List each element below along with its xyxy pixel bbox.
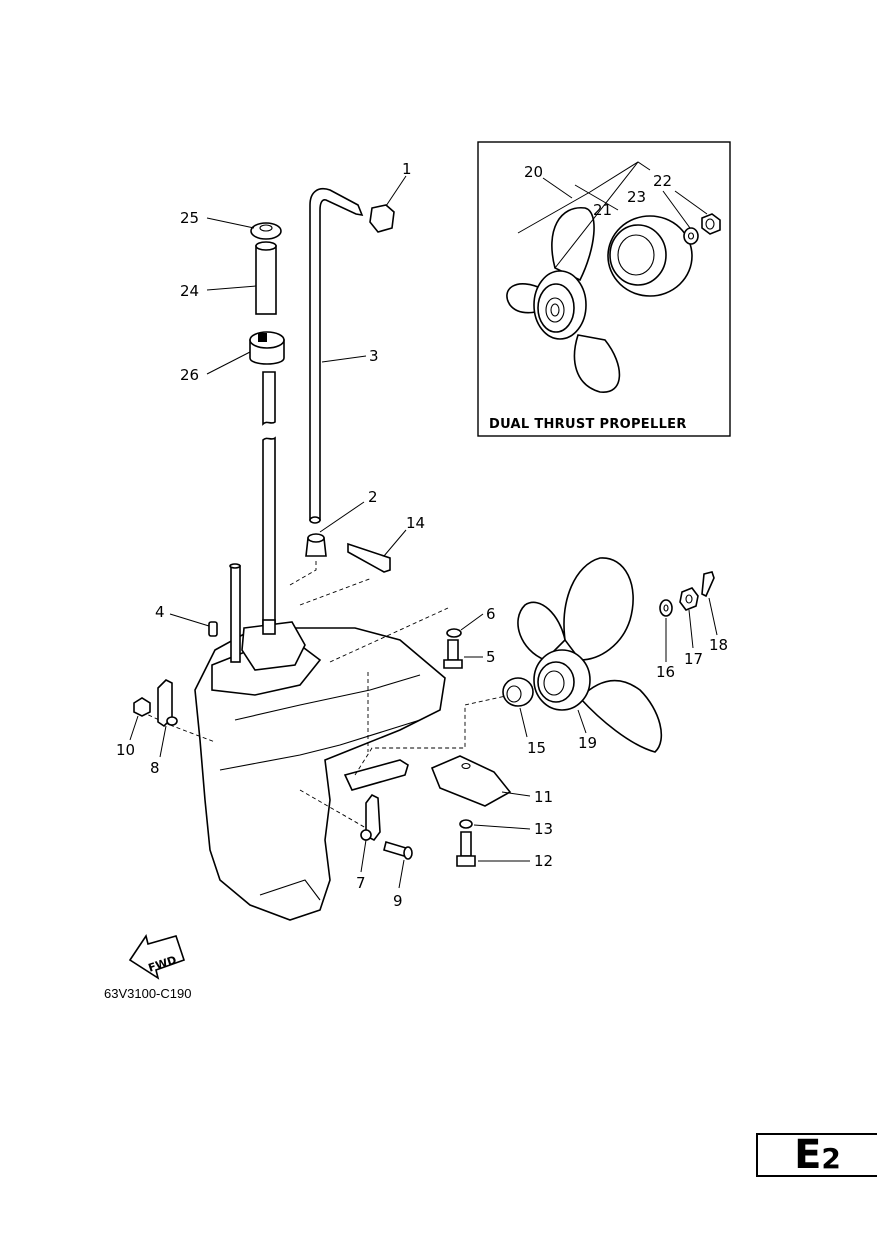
dual-thrust-propeller-inset: 20 21 22 23 DUAL THRUST PROPELLER (477, 141, 731, 437)
callouts: 1 2 3 4 5 6 7 8 9 10 11 12 13 14 15 16 1… (116, 160, 728, 910)
callout-6: 6 (486, 605, 496, 623)
page-tag-number: 2 (821, 1142, 841, 1175)
callout-2: 2 (368, 488, 378, 506)
callout-12: 12 (534, 852, 553, 870)
leader-lines (129, 175, 718, 889)
callout-26: 26 (180, 366, 199, 384)
callout-19: 19 (578, 734, 597, 752)
callout-1: 1 (402, 160, 412, 178)
drawing-reference: 63V3100-C190 (104, 986, 191, 1001)
callout-20: 20 (524, 163, 543, 181)
callout-17: 17 (684, 650, 703, 668)
callout-14: 14 (406, 514, 425, 532)
callout-22: 22 (653, 172, 672, 190)
callout-25: 25 (180, 209, 199, 227)
callout-10: 10 (116, 741, 135, 759)
callout-13: 13 (534, 820, 553, 838)
callout-3: 3 (369, 347, 379, 365)
callout-21: 21 (593, 201, 612, 219)
callout-8: 8 (150, 759, 160, 777)
small-parts (133, 557, 715, 867)
callout-23: 23 (627, 188, 646, 206)
callout-4: 4 (155, 603, 165, 621)
lower-casing (141, 560, 511, 921)
callout-9: 9 (393, 892, 403, 910)
callout-16: 16 (656, 663, 675, 681)
callout-11: 11 (534, 788, 553, 806)
page-tag-letter: E (794, 1132, 822, 1178)
callout-18: 18 (709, 636, 728, 654)
callout-5: 5 (486, 648, 496, 666)
fwd-arrow-icon: FWD (128, 934, 186, 980)
callout-7: 7 (356, 874, 366, 892)
callout-24: 24 (180, 282, 199, 300)
callout-15: 15 (527, 739, 546, 757)
inset-title: DUAL THRUST PROPELLER (489, 417, 687, 432)
driveshaft-parts (208, 188, 463, 669)
